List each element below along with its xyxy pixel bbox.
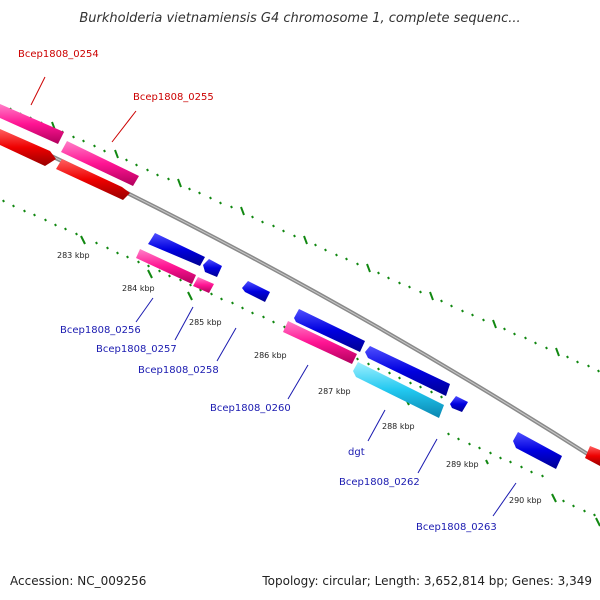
callout-line-bcep1808-0258 (216, 327, 237, 362)
gene-feature-bcep1808-0257[interactable] (203, 259, 222, 277)
callout-line-bcep1808-0254 (30, 76, 46, 106)
gene-feature-dgt[interactable] (365, 346, 450, 396)
gene-feature-bcep1808-0256-cds[interactable] (136, 249, 196, 284)
gene-feature-bcep1808-0254[interactable] (0, 129, 56, 166)
gene-feature-bcep1808-0255[interactable] (56, 159, 130, 200)
gene-label-bcep1808-0257[interactable]: Bcep1808_0257 (96, 344, 177, 355)
kbp-tick-label: 290 kbp (509, 496, 542, 505)
map-title: Burkholderia vietnamiensis G4 chromosome… (79, 11, 520, 26)
callout-line-bcep1808-0263 (492, 482, 517, 517)
callout-line-bcep1808-0256 (135, 297, 154, 323)
gene-label-bcep1808-0262[interactable]: Bcep1808_0262 (339, 477, 420, 488)
gene-feature-offscreen[interactable] (585, 446, 600, 466)
gene-feature-bcep1808-0258[interactable] (242, 281, 270, 302)
gene-feature-bcep1808-0260-cds[interactable] (283, 321, 357, 364)
gene-label-bcep1808-0255[interactable]: Bcep1808_0255 (133, 92, 214, 103)
gene-label-bcep1808-0254[interactable]: Bcep1808_0254 (18, 49, 99, 60)
kbp-tick-label: 285 kbp (189, 318, 222, 327)
gene-feature-bcep1808-0262[interactable] (353, 362, 444, 418)
kbp-tick-label: 287 kbp (318, 387, 351, 396)
kbp-tick-label: 284 kbp (122, 284, 155, 293)
kbp-tick-label: 286 kbp (254, 351, 287, 360)
callout-line-dgt (367, 409, 386, 442)
genome-summary: Topology: circular; Length: 3,652,814 bp… (262, 574, 592, 588)
gene-feature-bcep1808-0257-cds[interactable] (193, 277, 214, 293)
gene-label-bcep1808-0258[interactable]: Bcep1808_0258 (138, 365, 219, 376)
gene-label-bcep1808-0260[interactable]: Bcep1808_0260 (210, 403, 291, 414)
gene-label-bcep1808-0263[interactable]: Bcep1808_0263 (416, 522, 497, 533)
gene-label-dgt[interactable]: dgt (348, 447, 365, 458)
callout-line-bcep1808-0257 (174, 306, 194, 341)
callout-line-bcep1808-0260 (287, 364, 309, 400)
gene-label-bcep1808-0256[interactable]: Bcep1808_0256 (60, 325, 141, 336)
callout-line-bcep1808-0255 (111, 110, 137, 143)
callout-line-bcep1808-0262 (417, 438, 438, 474)
gene-feature-bcep1808-0256[interactable] (148, 233, 205, 266)
gene-feature-bcep1808-0263[interactable] (513, 432, 562, 469)
accession-label: Accession: NC_009256 (10, 574, 147, 588)
kbp-tick-label: 288 kbp (382, 422, 415, 431)
gene-feature-small-reverse[interactable] (450, 396, 468, 412)
kbp-tick-label: 289 kbp (446, 460, 479, 469)
gene-feature-bcep1808-0255-cds[interactable] (61, 141, 139, 186)
gene-feature-bcep1808-0254-cds[interactable] (0, 104, 64, 144)
kbp-tick-label: 283 kbp (57, 251, 90, 260)
inner-tick-ring (2, 199, 600, 527)
gene-feature-bcep1808-0260[interactable] (294, 309, 365, 352)
